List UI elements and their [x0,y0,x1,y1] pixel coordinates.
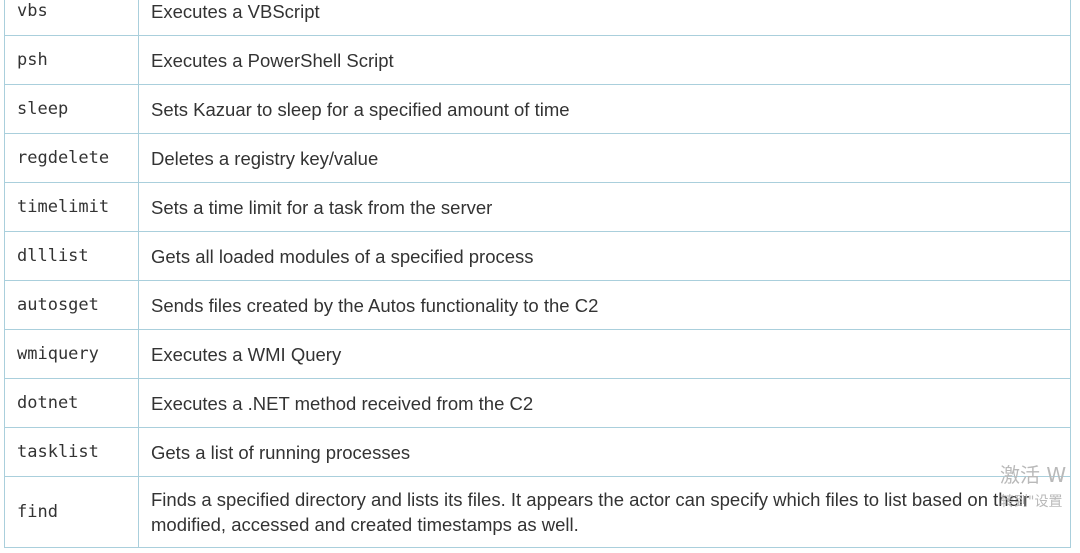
command-name: timelimit [4,182,139,232]
command-name: autosget [4,280,139,330]
command-description: Deletes a registry key/value [138,133,1071,183]
table-row: tasklist Gets a list of running processe… [4,427,1071,477]
command-description: Executes a .NET method received from the… [138,378,1071,428]
command-name: vbs [4,0,139,36]
command-description: Executes a PowerShell Script [138,35,1071,85]
table-row: regdelete Deletes a registry key/value [4,133,1071,183]
command-description: Gets a list of running processes [138,427,1071,477]
command-name: sleep [4,84,139,134]
command-name: wmiquery [4,329,139,379]
command-name: dlllist [4,231,139,281]
command-description: Executes a VBScript [138,0,1071,36]
command-description: Sends files created by the Autos functio… [138,280,1071,330]
command-description: Sets a time limit for a task from the se… [138,182,1071,232]
table-row: dlllist Gets all loaded modules of a spe… [4,231,1071,281]
command-name: tasklist [4,427,139,477]
command-name: dotnet [4,378,139,428]
command-name: regdelete [4,133,139,183]
table-row: find Finds a specified directory and lis… [4,476,1071,548]
command-description: Gets all loaded modules of a specified p… [138,231,1071,281]
table-row: timelimit Sets a time limit for a task f… [4,182,1071,232]
command-name: find [4,476,139,548]
table-row: autosget Sends files created by the Auto… [4,280,1071,330]
table-row: wmiquery Executes a WMI Query [4,329,1071,379]
command-description: Sets Kazuar to sleep for a specified amo… [138,84,1071,134]
table-row: sleep Sets Kazuar to sleep for a specifi… [4,84,1071,134]
command-description: Executes a WMI Query [138,329,1071,379]
commands-table: vbs Executes a VBScript psh Executes a P… [4,0,1071,548]
table-row: dotnet Executes a .NET method received f… [4,378,1071,428]
table-row: psh Executes a PowerShell Script [4,35,1071,85]
command-name: psh [4,35,139,85]
table-row: vbs Executes a VBScript [4,0,1071,36]
command-description: Finds a specified directory and lists it… [138,476,1071,548]
